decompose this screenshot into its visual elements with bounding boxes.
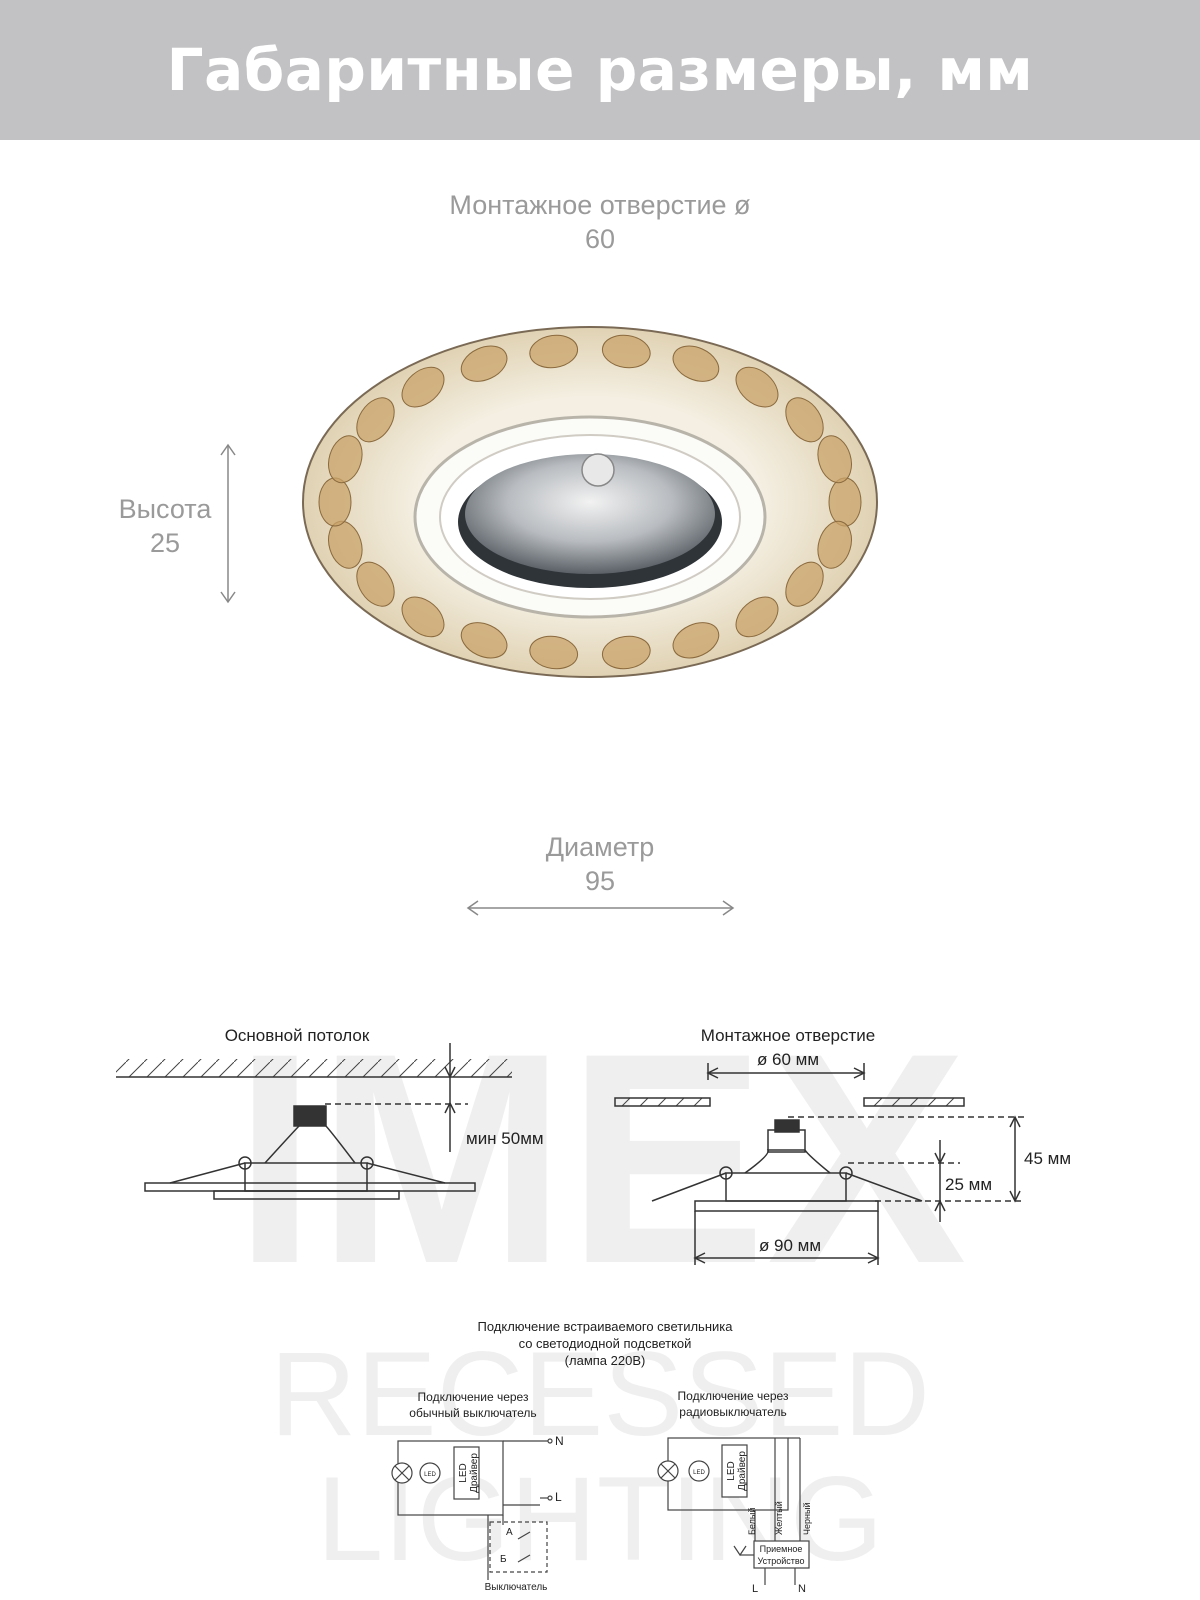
height-arrow: [220, 443, 236, 604]
ceiling-title: Основной потолок: [225, 1026, 370, 1045]
left-l-label: L: [555, 1490, 562, 1504]
switch-a-label: А: [506, 1527, 513, 1538]
wiring-title-2: со светодиодной подсветкой: [519, 1336, 692, 1351]
height-dimension: Высота 25: [100, 492, 230, 560]
receiver-label-2: Устройство: [757, 1556, 804, 1566]
crystal-bead: [601, 635, 651, 670]
crystal-bead: [785, 397, 824, 443]
diameter-dimension: Диаметр 95: [450, 830, 750, 898]
height-value: 25: [149, 528, 181, 558]
crystal-bead: [735, 596, 779, 638]
left-wiring-title-2: обычный выключатель: [409, 1406, 536, 1420]
product-photo: [302, 326, 878, 678]
right-wiring-title-2: радиовыключатель: [679, 1405, 786, 1419]
watermark-line-1: RECESSED: [270, 1327, 930, 1461]
right-n-label: N: [798, 1583, 806, 1595]
diameter-value: 95: [584, 866, 616, 896]
bulb-icon: [581, 453, 615, 487]
min-distance-label: мин 50мм: [466, 1129, 544, 1148]
crystal-beads: [318, 334, 862, 670]
crystal-bead: [735, 366, 779, 408]
crystal-bead: [601, 334, 651, 369]
antenna-icon: [733, 1545, 747, 1557]
hole-size-label: ø 60 мм: [757, 1050, 819, 1069]
left-led-label: LED: [424, 1472, 436, 1478]
height-label: Высота: [118, 494, 212, 524]
crystal-bead: [356, 397, 395, 443]
wire-label-white: Белый: [747, 1508, 757, 1535]
wiring-title-3: (лампа 220В): [565, 1353, 646, 1368]
watermark-brand: IMEX: [233, 990, 968, 1326]
wiring-radio-diagram: Подключение через радиовыключатель LED L…: [657, 1389, 812, 1595]
crystal-bead: [817, 520, 852, 569]
mounting-hole-dimension: Монтажное отверстие ø 60: [400, 188, 800, 256]
wiring-section: Подключение встраиваемого светильника со…: [478, 1319, 734, 1368]
crystal-bead: [401, 596, 445, 638]
right-driver-label-1: LED: [726, 1461, 737, 1480]
mounting-hole-label: Монтажное отверстие ø: [449, 190, 751, 220]
mounting-title: Монтажное отверстие: [701, 1026, 876, 1045]
diameter-arrow: [466, 900, 735, 916]
left-wiring-title-1: Подключение через: [418, 1390, 529, 1404]
wire-label-black: Черный: [802, 1503, 812, 1535]
outer-diameter-label: ø 90 мм: [759, 1236, 821, 1255]
mounting-drawing: Монтажное отверстие ø 60 мм 45 мм 25 мм: [614, 1026, 1071, 1265]
mounting-hole-value: 60: [584, 224, 616, 254]
crystal-bead: [328, 435, 363, 484]
left-driver-label-1: LED: [458, 1463, 469, 1482]
crystal-bead: [529, 334, 579, 369]
crystal-bead: [672, 622, 720, 659]
left-n-label: N: [555, 1434, 564, 1448]
crystal-bead: [672, 345, 720, 382]
diameter-label: Диаметр: [545, 832, 655, 862]
crystal-bead: [318, 477, 352, 527]
crystal-bead: [817, 435, 852, 484]
crystal-bead: [529, 635, 579, 670]
ceiling-drawing: Основной потолок мин 50мм: [116, 1026, 544, 1200]
crystal-bead: [785, 561, 824, 607]
crystal-bead: [460, 345, 508, 382]
right-driver-label-2: Драйвер: [737, 1451, 748, 1491]
receiver-label-1: Приемное: [760, 1544, 803, 1554]
right-wiring-title-1: Подключение через: [678, 1389, 789, 1403]
wiring-title-1: Подключение встраиваемого светильника: [478, 1319, 734, 1334]
lamp-reflector: [465, 454, 715, 574]
switch-label: Выключатель: [485, 1582, 548, 1593]
left-driver-label-2: Драйвер: [469, 1453, 480, 1493]
wiring-switch-diagram: Подключение через обычный выключатель LE…: [391, 1390, 564, 1593]
page-title: Габаритные размеры, мм: [166, 36, 1034, 104]
right-l-label: L: [752, 1583, 758, 1595]
body-height-label: 25 мм: [945, 1175, 992, 1194]
watermark: IMEX RECESSED LIGHTING: [233, 990, 968, 1586]
switch-b-label: Б: [500, 1554, 507, 1565]
crystal-bead: [401, 366, 445, 408]
crystal-bead: [356, 561, 395, 607]
crystal-bead: [828, 477, 862, 527]
crystal-bead: [460, 622, 508, 659]
total-height-label: 45 мм: [1024, 1149, 1071, 1168]
right-led-label: LED: [693, 1470, 705, 1476]
header-banner: Габаритные размеры, мм: [0, 0, 1200, 140]
wire-label-yellow: Желтый: [774, 1501, 784, 1535]
